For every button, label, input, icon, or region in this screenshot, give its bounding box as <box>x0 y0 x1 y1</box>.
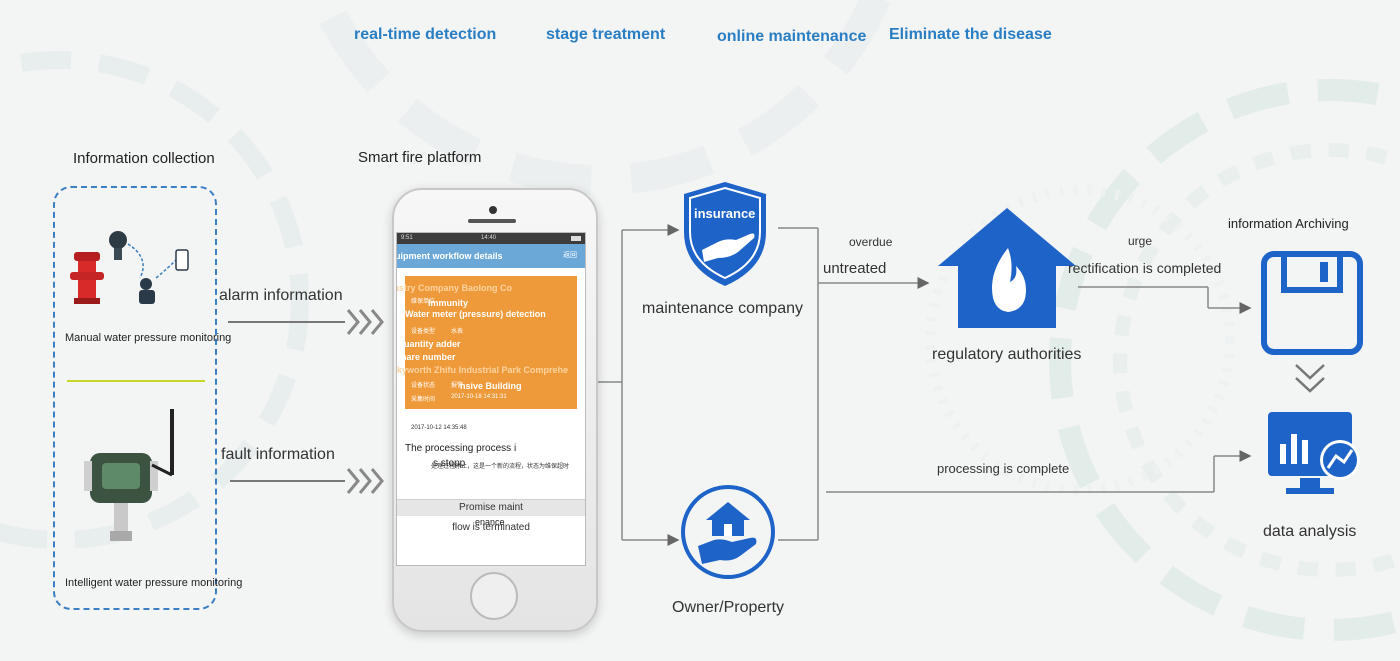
quantity-overlay: Quantity adder <box>397 339 461 349</box>
overdue-label: overdue <box>849 235 893 249</box>
processing-complete-label: processing is complete <box>937 461 1070 476</box>
equipment-info-card: 维保单位 设备类型 水表 设备状态 报警 采集时间 2017-10-18 14:… <box>405 276 577 409</box>
building-overlay: nsive Building <box>460 381 522 391</box>
smart-fire-platform-title: Smart fire platform <box>358 149 482 166</box>
detection-overlay: Water meter (pressure) detection <box>405 309 546 319</box>
immunity-overlay: Immunity <box>428 298 469 308</box>
owner-property-icon <box>681 485 775 579</box>
device-status-label: 设备状态 <box>411 383 436 389</box>
maint-unit-label: 维保单位 <box>411 299 436 305</box>
information-archiving-title: information Archiving <box>1228 216 1349 231</box>
stage-eliminate-disease: Eliminate the disease <box>889 26 1052 43</box>
share-overlay: Share number <box>396 352 456 362</box>
process-note-cn: 处理过程停止，这是一个新的流程，状态为维保超时 <box>431 464 570 470</box>
workflow-header-title: uipment workflow details <box>396 251 503 261</box>
regulatory-authorities-label: regulatory authorities <box>932 346 1082 363</box>
insurance-badge-label: insurance <box>694 206 756 221</box>
promise-maintenance-label: Promise maint <box>459 502 523 513</box>
alarm-information-label: alarm information <box>219 287 343 304</box>
phone-status-bar: 9:51 14:40 <box>397 233 585 244</box>
device-type-label: 设备类型 <box>411 329 436 335</box>
maintenance-company-label: maintenance company <box>642 300 803 317</box>
process-stop-text: s stopp <box>433 458 466 469</box>
process-status-title: The processing process i <box>405 443 517 454</box>
collection-group-box <box>53 186 217 610</box>
stage-realtime-detection: real-time detection <box>354 26 497 43</box>
stage-online-maintenance: online maintenance <box>717 28 867 45</box>
manual-monitoring-label: Manual water pressure monitoring <box>65 332 232 344</box>
data-analysis-label: data analysis <box>1263 523 1357 540</box>
regulatory-house-fire-icon <box>938 208 1076 328</box>
alarm-chevrons <box>346 309 384 335</box>
data-analysis-monitor-icon <box>1268 412 1360 494</box>
intelligent-monitoring-label: Intelligent water pressure monitoring <box>65 577 243 589</box>
status-time: 9:51 <box>401 235 413 241</box>
app-header: uipment workflow details 返回 <box>397 244 585 268</box>
insurance-shield-icon <box>684 182 766 286</box>
park-overlay: Skyworth Zhifu Industrial Park Comprehe <box>396 365 569 375</box>
information-collection-title: Information collection <box>73 150 215 167</box>
stage-treatment: stage treatment <box>546 26 666 43</box>
flow-terminated-button[interactable]: flow is terminated <box>397 520 585 536</box>
flow-terminated-label: flow is terminated <box>452 522 530 533</box>
device-type-value: 水表 <box>451 329 464 335</box>
archive-disk-icon <box>1261 251 1363 355</box>
fault-information-label: fault information <box>221 446 335 463</box>
process-timestamp: 2017-10-12 14:35:48 <box>411 425 467 431</box>
archive-down-chevrons <box>1295 364 1325 393</box>
phone-home-button <box>470 572 518 620</box>
phone-screen: 9:51 14:40 uipment workflow details 返回 维… <box>396 232 586 566</box>
section-divider <box>67 380 205 382</box>
promise-maintenance-button[interactable]: Promise maint <box>397 499 585 516</box>
status-clock: 14:40 <box>481 235 497 241</box>
urge-label: urge <box>1128 234 1153 248</box>
back-button[interactable]: 返回 <box>563 252 577 259</box>
company-overlay: Industry Company Baolong Co <box>397 283 513 293</box>
manual-monitoring-illustration <box>70 231 189 304</box>
battery-icon <box>571 236 581 241</box>
phone-speaker <box>468 219 516 223</box>
promise-maintenance-label-2: enance <box>475 517 505 527</box>
untreated-label: untreated <box>823 260 887 277</box>
rectification-completed-label: rectification is completed <box>1068 260 1222 276</box>
owner-property-label: Owner/Property <box>672 599 785 616</box>
fault-chevrons <box>346 468 384 494</box>
device-status-value: 报警 <box>451 383 464 389</box>
phone-camera <box>489 206 497 214</box>
collection-time-label: 采集时间 <box>411 397 436 403</box>
intelligent-monitoring-illustration <box>84 409 174 541</box>
collection-time-value: 2017-10-18 14:31:31 <box>451 394 507 400</box>
